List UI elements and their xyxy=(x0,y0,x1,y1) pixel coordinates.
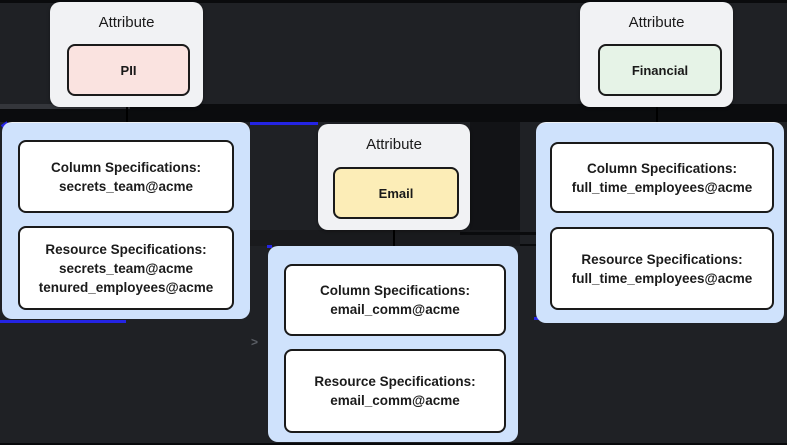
resource-spec-title: Resource Specifications: xyxy=(314,374,476,389)
attribute-node-financial[interactable]: Attribute Financial xyxy=(580,2,733,107)
column-spec-value: secrets_team@acme xyxy=(58,178,193,194)
attribute-chip-label: Financial xyxy=(631,62,689,78)
connector-pii-to-card xyxy=(126,106,128,122)
resource-spec-box[interactable]: Resource Specifications: full_time_emplo… xyxy=(550,227,774,310)
resource-spec-value: email_comm@acme xyxy=(330,393,460,408)
spec-card-secrets-team[interactable]: Column Specifications: secrets_team@acme… xyxy=(2,122,250,319)
column-spec-value: email_comm@acme xyxy=(330,302,460,317)
resource-spec-title: Resource Specifications: xyxy=(581,251,743,267)
attribute-chip-label: Email xyxy=(378,185,414,201)
column-spec-box[interactable]: Column Specifications: full_time_employe… xyxy=(550,142,774,213)
dark-edge-line xyxy=(460,232,536,235)
edge-arrowhead-icon: > xyxy=(251,335,259,349)
attribute-node-title: Attribute xyxy=(98,14,155,31)
resource-spec-value: tenured_employees@acme xyxy=(38,279,214,295)
column-spec-title: Column Specifications: xyxy=(586,160,738,176)
attribute-chip-email[interactable]: Email xyxy=(333,167,459,219)
dark-edge-line xyxy=(520,244,537,246)
column-spec-title: Column Specifications: xyxy=(50,159,202,175)
column-spec-title: Column Specifications: xyxy=(319,283,471,298)
resource-spec-value: full_time_employees@acme xyxy=(571,270,753,286)
column-spec-box[interactable]: Column Specifications: email_comm@acme xyxy=(284,264,506,336)
blue-edge-segment xyxy=(250,122,318,125)
spec-card-email-comm[interactable]: Column Specifications: email_comm@acme R… xyxy=(268,246,518,442)
resource-spec-value: secrets_team@acme xyxy=(58,260,193,276)
resource-spec-title: Resource Specifications: xyxy=(45,241,207,257)
black-column-region xyxy=(470,122,520,246)
attribute-node-pii[interactable]: Attribute PII xyxy=(50,2,203,107)
blue-edge-fragment xyxy=(534,317,539,320)
dark-strip-under-email xyxy=(250,230,520,246)
column-spec-value: full_time_employees@acme xyxy=(571,179,753,195)
bottom-border-strip xyxy=(0,443,787,445)
column-spec-box[interactable]: Column Specifications: secrets_team@acme xyxy=(18,140,234,213)
attribute-chip-pii[interactable]: PII xyxy=(67,44,190,96)
attribute-node-title: Attribute xyxy=(628,14,685,31)
resource-spec-box[interactable]: Resource Specifications: email_comm@acme xyxy=(284,349,506,433)
connector-email-to-card xyxy=(393,230,395,246)
blue-edge-fragment xyxy=(267,245,272,248)
blue-edge-segment xyxy=(0,320,126,323)
attribute-chip-financial[interactable]: Financial xyxy=(598,44,722,96)
connector-financial-to-card xyxy=(656,106,658,122)
attribute-node-title: Attribute xyxy=(366,136,422,153)
resource-spec-box[interactable]: Resource Specifications: secrets_team@ac… xyxy=(18,226,234,310)
mid-black-strip xyxy=(0,104,787,122)
spec-card-full-time-employees[interactable]: Column Specifications: full_time_employe… xyxy=(536,122,784,323)
attribute-chip-label: PII xyxy=(120,62,137,78)
top-border-strip xyxy=(0,0,787,3)
attribute-node-email[interactable]: Attribute Email xyxy=(318,124,470,230)
